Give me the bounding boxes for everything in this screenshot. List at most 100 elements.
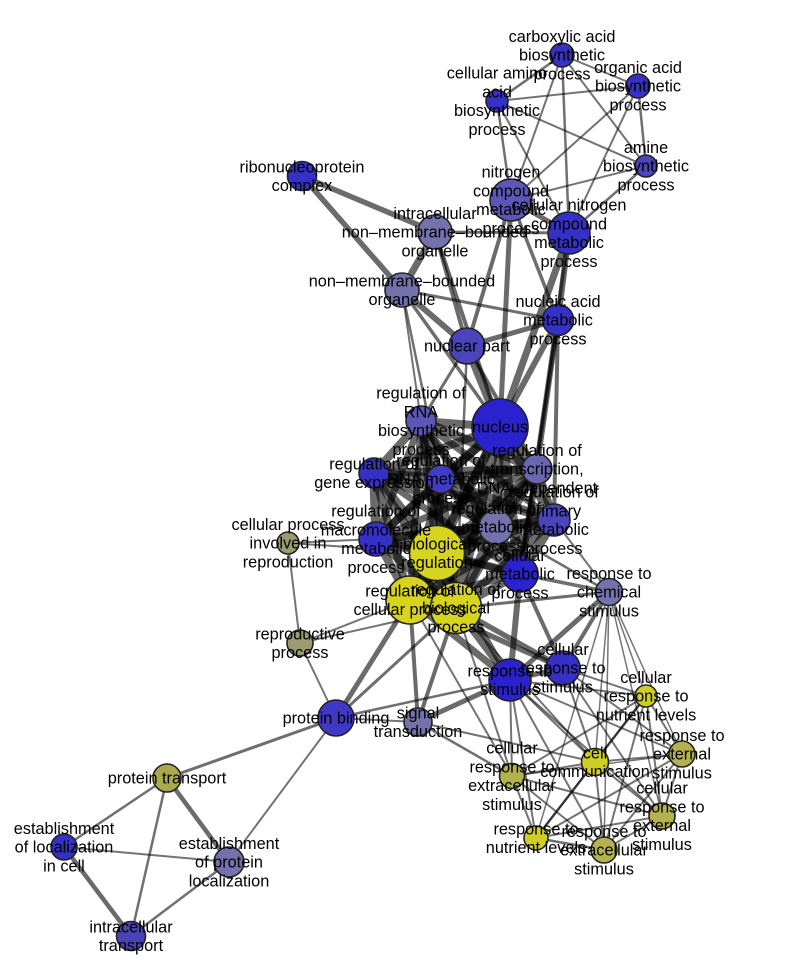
svg-text:amine: amine: [624, 139, 668, 157]
svg-text:stimulus: stimulus: [652, 765, 712, 783]
svg-text:process: process: [491, 585, 548, 603]
svg-text:of localization: of localization: [15, 839, 114, 857]
svg-text:ribonucleoprotein: ribonucleoprotein: [240, 158, 365, 176]
svg-text:stimulus: stimulus: [579, 603, 639, 621]
svg-text:biosynthetic: biosynthetic: [519, 47, 605, 65]
svg-text:transport: transport: [99, 937, 164, 955]
svg-text:biosynthetic: biosynthetic: [603, 158, 689, 176]
svg-text:protein binding: protein binding: [283, 710, 390, 728]
svg-text:metabolic: metabolic: [476, 201, 546, 219]
svg-text:chemical: chemical: [577, 584, 641, 602]
svg-text:regulation of: regulation of: [492, 442, 582, 460]
svg-text:process: process: [609, 97, 666, 115]
svg-text:cellular: cellular: [486, 740, 538, 758]
svg-text:nucleic acid: nucleic acid: [515, 293, 600, 311]
svg-text:of protein: of protein: [195, 854, 263, 872]
svg-text:signal: signal: [397, 704, 440, 722]
svg-text:regulation of: regulation of: [451, 500, 541, 518]
svg-text:intracellular: intracellular: [89, 918, 173, 936]
svg-text:gene expression: gene expression: [314, 474, 433, 492]
svg-text:stimulus: stimulus: [533, 679, 593, 697]
svg-text:response to: response to: [566, 565, 651, 583]
svg-text:regulation of: regulation of: [509, 484, 599, 502]
svg-text:metabolic: metabolic: [461, 519, 531, 537]
svg-text:regulation of: regulation of: [329, 455, 419, 473]
svg-text:transduction: transduction: [374, 723, 463, 741]
svg-text:process: process: [347, 559, 404, 577]
svg-text:process: process: [412, 490, 469, 508]
svg-text:response to: response to: [603, 688, 688, 706]
svg-text:response to: response to: [469, 758, 554, 776]
svg-text:non–membrane–bounded: non–membrane–bounded: [309, 272, 495, 290]
svg-text:cellular: cellular: [494, 547, 546, 565]
svg-text:process: process: [540, 253, 597, 271]
svg-text:reproduction: reproduction: [243, 554, 334, 572]
svg-text:regulation: regulation: [401, 554, 473, 572]
svg-text:cellular nitrogen: cellular nitrogen: [512, 197, 627, 215]
svg-text:process: process: [525, 540, 582, 558]
svg-text:biosynthetic: biosynthetic: [378, 422, 464, 440]
svg-text:cellular: cellular: [537, 641, 589, 659]
svg-text:cellular process: cellular process: [353, 601, 466, 619]
svg-text:regulation of: regulation of: [411, 581, 501, 599]
svg-text:process: process: [271, 644, 328, 662]
svg-text:extracellular: extracellular: [560, 842, 648, 860]
svg-text:response to: response to: [493, 820, 578, 838]
svg-text:cell: cell: [583, 744, 607, 762]
svg-text:organelle: organelle: [402, 243, 469, 261]
svg-text:metabolic: metabolic: [519, 521, 589, 539]
svg-text:nucleus: nucleus: [472, 419, 528, 437]
svg-text:process: process: [392, 441, 449, 459]
svg-text:cellular: cellular: [620, 669, 672, 687]
svg-text:external: external: [653, 746, 711, 764]
svg-text:intracellular: intracellular: [393, 205, 477, 223]
svg-text:cellular process: cellular process: [231, 516, 344, 534]
svg-text:macromolecule: macromolecule: [321, 521, 431, 539]
svg-text:stimulus: stimulus: [574, 861, 634, 879]
svg-text:cellular: cellular: [636, 780, 688, 798]
svg-text:localization: localization: [189, 873, 270, 891]
svg-text:stimulus: stimulus: [482, 796, 542, 814]
svg-text:non–membrane–bounded: non–membrane–bounded: [342, 224, 528, 242]
svg-text:establishment: establishment: [179, 835, 280, 853]
svg-text:process: process: [427, 619, 484, 637]
svg-text:process: process: [468, 121, 525, 139]
svg-text:biosynthetic: biosynthetic: [595, 78, 681, 96]
svg-text:in cell: in cell: [43, 858, 85, 876]
svg-text:DNA–dependent: DNA–dependent: [477, 480, 598, 498]
svg-text:biological: biological: [403, 535, 471, 553]
svg-text:response to: response to: [561, 823, 646, 841]
svg-text:metabolic: metabolic: [341, 540, 411, 558]
svg-text:carboxylic acid: carboxylic acid: [509, 28, 616, 46]
svg-text:extracellular: extracellular: [468, 777, 556, 795]
svg-text:stimulus: stimulus: [480, 681, 540, 699]
svg-text:acid: acid: [482, 83, 512, 101]
svg-text:establishment: establishment: [14, 820, 115, 838]
svg-text:protein transport: protein transport: [108, 770, 227, 788]
svg-text:stimulus: stimulus: [632, 836, 692, 854]
svg-text:involved in: involved in: [250, 535, 327, 553]
svg-text:response to: response to: [619, 798, 704, 816]
svg-text:organic acid: organic acid: [594, 59, 682, 77]
svg-text:nitrogen: nitrogen: [482, 164, 541, 182]
svg-text:RNA: RNA: [404, 403, 439, 421]
svg-text:cellular amino: cellular amino: [447, 65, 547, 83]
svg-text:nutrient levels: nutrient levels: [486, 839, 586, 857]
svg-text:compound: compound: [531, 215, 607, 233]
svg-text:regulation of: regulation of: [365, 582, 455, 600]
svg-text:nuclear part: nuclear part: [424, 338, 510, 356]
svg-text:metabolic: metabolic: [523, 312, 593, 330]
svg-text:metabolic: metabolic: [485, 566, 555, 584]
svg-text:organelle: organelle: [369, 291, 436, 309]
svg-text:primary: primary: [527, 502, 582, 520]
svg-text:complex: complex: [272, 177, 333, 195]
svg-text:biological: biological: [422, 600, 490, 618]
svg-text:process: process: [533, 66, 590, 84]
svg-text:response to: response to: [520, 660, 605, 678]
svg-text:transcription,: transcription,: [490, 461, 583, 479]
svg-text:response to: response to: [467, 662, 552, 680]
svg-text:regulation of: regulation of: [331, 503, 421, 521]
svg-text:process: process: [482, 220, 539, 238]
svg-text:process: process: [617, 177, 674, 195]
svg-text:nutrient levels: nutrient levels: [596, 707, 696, 725]
